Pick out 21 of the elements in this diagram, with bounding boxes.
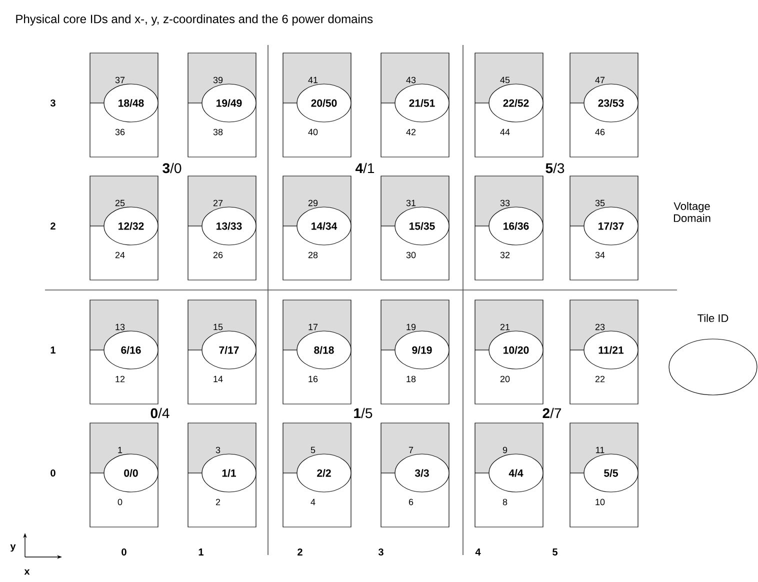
coordinate-label: 2 — [298, 548, 302, 556]
domain-label: 4/1 — [356, 162, 374, 174]
domain-label: 3/0 — [162, 162, 182, 174]
coordinate-label: 1 — [50, 346, 56, 354]
coordinate-label: 4 — [475, 548, 481, 556]
coordinate-label: 3 — [378, 548, 384, 556]
domain-label: 2/7 — [542, 408, 562, 418]
coordinate-label: 3 — [50, 99, 56, 107]
domain-label: 1/5 — [354, 408, 372, 418]
title: Physical core IDs and x-, y, z-coordinates and the 6 power domains — [16, 14, 373, 26]
caption-text: Voltage Domain — [674, 202, 710, 222]
axis-label: y — [10, 544, 16, 552]
axis-label: x — [24, 569, 30, 575]
coordinate-label: 5 — [552, 548, 558, 556]
coordinate-label: 0 — [50, 469, 56, 477]
coordinate-label: 2 — [50, 222, 56, 230]
node-label: Tile ID — [698, 314, 728, 322]
domain-label: 5/3 — [546, 162, 564, 174]
coordinate-label: 0 — [122, 548, 126, 556]
coordinate-label: 1 — [198, 548, 204, 556]
domain-label: 0/4 — [150, 408, 170, 418]
